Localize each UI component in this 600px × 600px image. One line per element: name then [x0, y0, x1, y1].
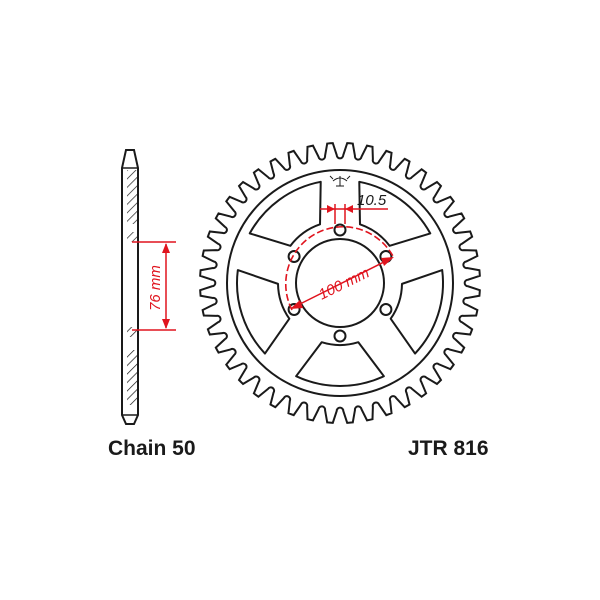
- bolt-circle-arrow-right: [381, 257, 394, 266]
- timing-mark-icon: [329, 175, 351, 187]
- bolt-circle-arrow-left: [290, 300, 303, 309]
- height-arrow-top: [162, 243, 170, 253]
- bolt-hole: [379, 303, 393, 316]
- bolt-hole-dimension: 10.5: [320, 192, 388, 224]
- bolt-hole-arrow-left: [327, 205, 335, 213]
- spoke-window: [389, 269, 444, 355]
- spoke-windows: [236, 180, 444, 387]
- side-hatch-lower: [127, 350, 137, 405]
- bolt-hole: [333, 329, 347, 343]
- bolt-circle-arc: [284, 225, 395, 311]
- side-profile-view: [121, 149, 139, 425]
- sprocket-inner-rim: [226, 169, 454, 397]
- bolt-hole-dimension-label: 10.5: [357, 192, 387, 209]
- spoke-window: [248, 180, 322, 247]
- spoke-window: [295, 341, 385, 387]
- side-hatch-upper: [127, 170, 137, 224]
- height-dimension-label: 76 mm: [147, 265, 164, 311]
- side-hatch-hub-top: [127, 232, 137, 242]
- bolt-hole-arrow-right: [345, 205, 353, 213]
- bolt-holes: [287, 223, 393, 343]
- spoke-window: [236, 269, 291, 355]
- height-dimension: 76 mm: [132, 241, 176, 331]
- sprocket-front-view: [199, 142, 481, 424]
- chain-label: Chain 50: [108, 437, 196, 460]
- spoke-window: [358, 180, 432, 247]
- bolt-circle-diameter-line: [291, 257, 393, 309]
- side-hatch-hub-bottom: [127, 327, 137, 337]
- center-bore: [295, 238, 385, 328]
- part-number-label: JTR 816: [408, 437, 489, 460]
- height-arrow-bottom: [162, 319, 170, 329]
